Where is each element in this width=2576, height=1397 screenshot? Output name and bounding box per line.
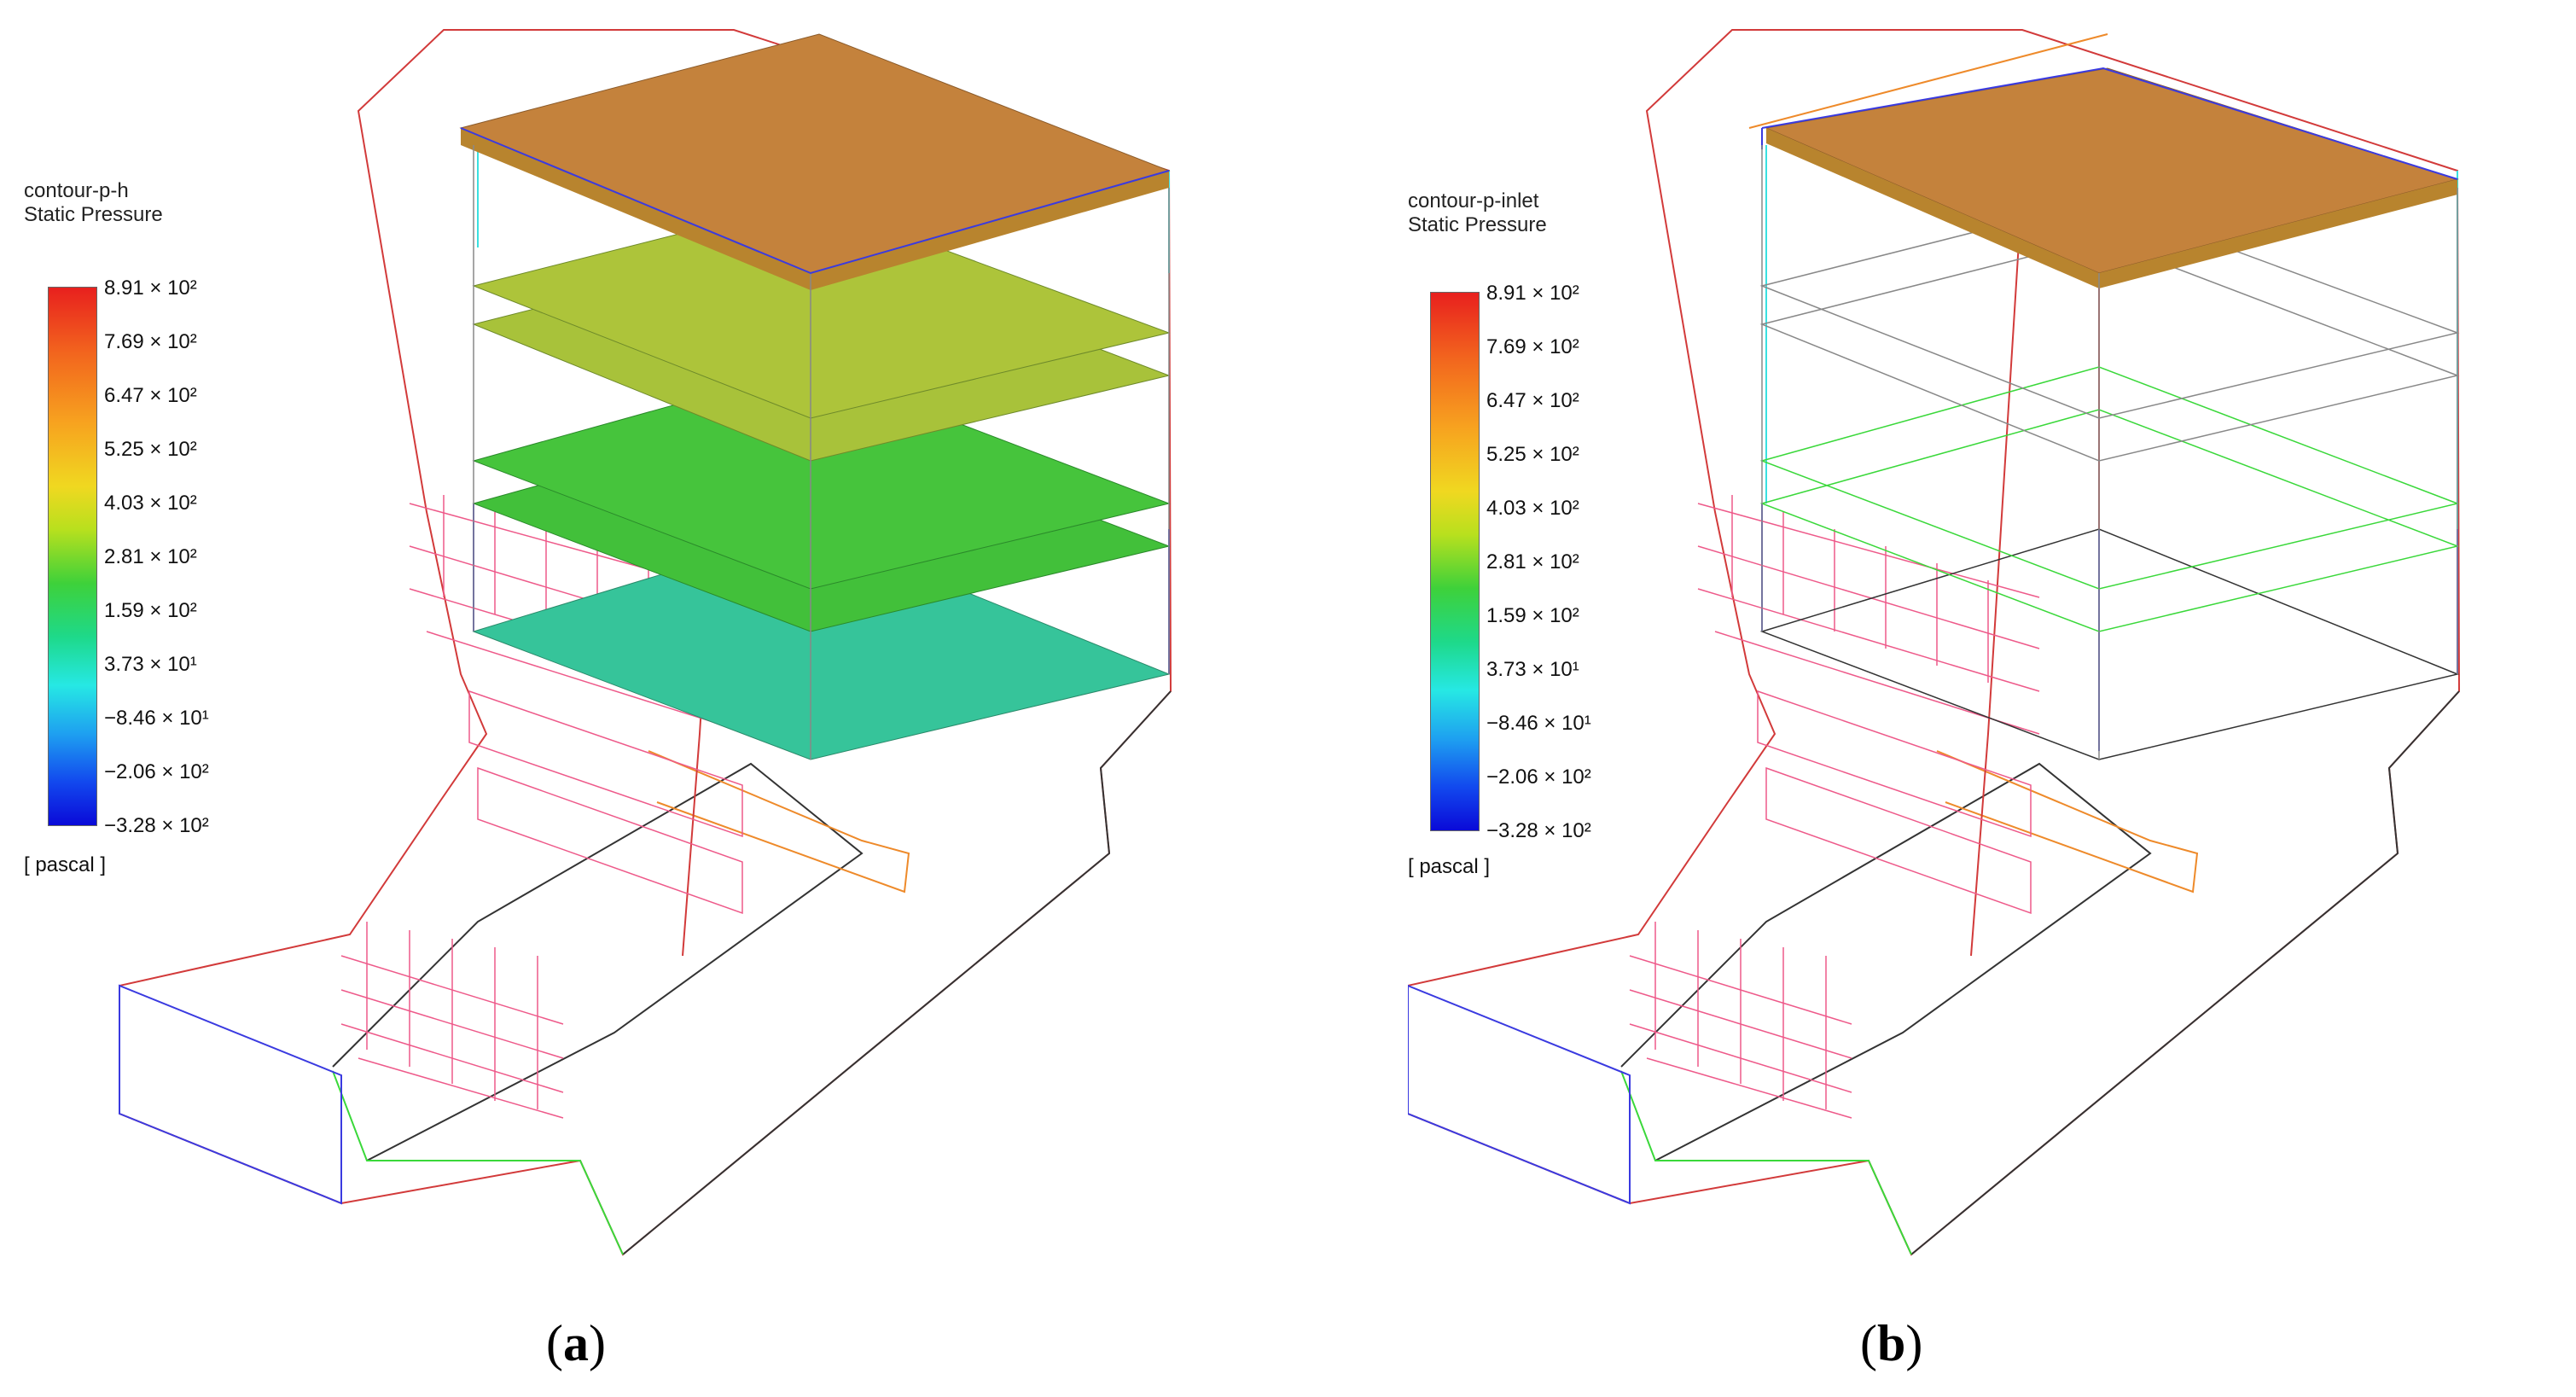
legend-quantity: Static Pressure [1408, 213, 1547, 236]
tick-label: 2.81 × 10² [1486, 550, 1579, 573]
heat-exchanger-upper [1697, 495, 2040, 735]
orange-duct [1936, 750, 2199, 893]
panel-b: contour-p-inlet Static Pressure 8.91 × 1… [1408, 0, 2576, 1397]
unit-label: [ pascal ] [1408, 855, 1491, 878]
plane-top [459, 33, 1171, 274]
tick-label: 5.25 × 10² [104, 438, 197, 461]
blue-column-edges [1761, 504, 2458, 751]
duct-green-edge [332, 1070, 624, 1255]
inlet-box [1408, 984, 1631, 1205]
tick-label: −3.28 × 10² [1486, 819, 1591, 842]
plane-middle-lower-outline [1759, 409, 2460, 632]
plane-top [1765, 67, 2459, 274]
inlet-box [119, 984, 342, 1205]
colorbar [48, 287, 97, 826]
right-wall-line [622, 690, 1172, 1255]
tick-label: 7.69 × 10² [104, 330, 197, 353]
duct-green-edge [1620, 1070, 1912, 1255]
tick-label: 6.47 × 10² [104, 384, 197, 407]
tick-label: 4.03 × 10² [1486, 497, 1579, 520]
right-wall-line [1910, 690, 2460, 1255]
tick-label: 3.73 × 10¹ [104, 653, 197, 676]
tick-label: −8.46 × 10¹ [1486, 712, 1591, 735]
heat-exchanger-mid [1757, 690, 2032, 915]
plane-lower-outline [1759, 528, 2460, 760]
tick-label: −3.28 × 10² [104, 814, 209, 837]
plane-top-outline [460, 127, 1170, 275]
geometry-view [1408, 29, 2461, 1256]
tick-label: 6.47 × 10² [1486, 389, 1579, 412]
panel-label-b: (b) [1860, 1315, 1923, 1371]
duct-inner-line [332, 762, 864, 1161]
duct-inner-line [1620, 762, 2152, 1161]
orange-duct [648, 750, 910, 893]
legend-quantity: Static Pressure [24, 203, 163, 226]
heat-exchanger-mid [468, 690, 743, 915]
geometry-view [119, 29, 1172, 1256]
tick-label: −2.06 × 10² [1486, 765, 1591, 789]
tick-label: −2.06 × 10² [104, 760, 209, 783]
tick-label: 1.59 × 10² [1486, 604, 1579, 627]
panel-label-a: (a) [546, 1315, 606, 1371]
orange-frame-top [1748, 33, 2108, 129]
unit-label: [ pascal ] [24, 853, 107, 876]
tick-label: 8.91 × 10² [104, 276, 197, 300]
tick-label: 8.91 × 10² [1486, 282, 1579, 305]
tick-label: 1.59 × 10² [104, 599, 197, 622]
tick-label: 7.69 × 10² [1486, 335, 1579, 358]
legend-name: contour-p-inlet [1408, 189, 1539, 212]
tick-label: 3.73 × 10¹ [1486, 658, 1579, 681]
tick-label: 2.81 × 10² [104, 545, 197, 568]
heat-exchanger-lower [340, 922, 564, 1119]
panel-a: contour-p-h Static Pressure 8.91 × 10² 7… [24, 29, 1172, 1371]
tick-label: 5.25 × 10² [1486, 443, 1579, 466]
column-verticals [1761, 145, 2458, 760]
tick-label: 4.03 × 10² [104, 492, 197, 515]
tick-label: −8.46 × 10¹ [104, 707, 209, 730]
heat-exchanger-lower [1629, 922, 1852, 1119]
colorbar [1430, 292, 1480, 831]
column-verticals [473, 145, 1170, 760]
legend-name: contour-p-h [24, 179, 129, 202]
